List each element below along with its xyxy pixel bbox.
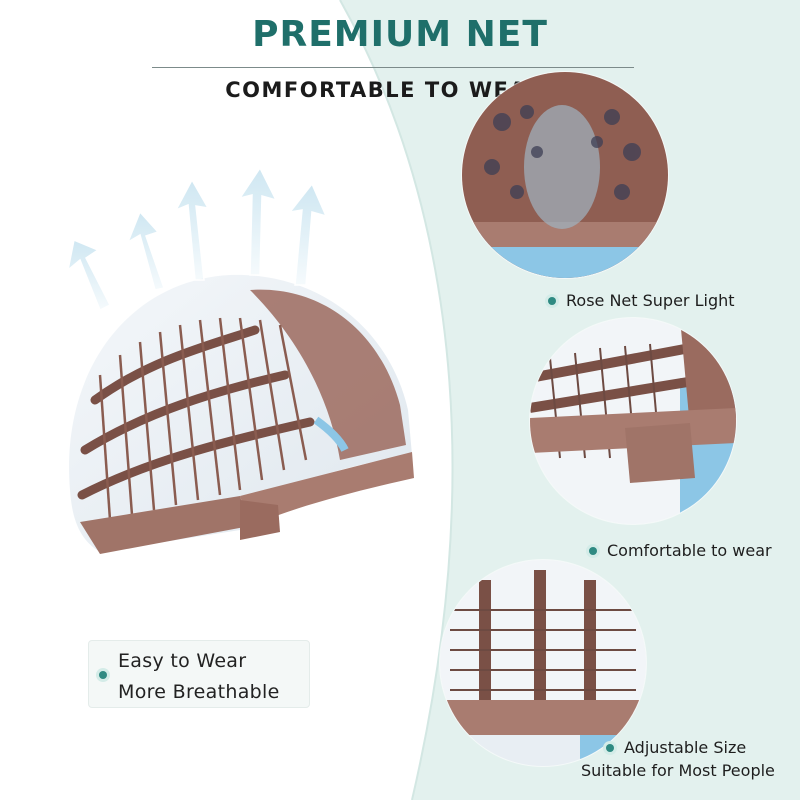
bullet-dot-icon	[99, 671, 107, 679]
feature-box: Easy to Wear More Breathable	[88, 640, 310, 708]
title-divider	[152, 67, 634, 68]
page-title: PREMIUM NET	[252, 14, 548, 55]
detail-caption-adjustable: Adjustable Size	[606, 738, 746, 757]
detail-caption-rose-net: Rose Net Super Light	[548, 291, 735, 310]
page-subtitle: COMFORTABLE TO WEAR	[225, 78, 545, 102]
wig-cap-main-image	[66, 166, 414, 554]
bullet-dot-icon	[606, 743, 614, 752]
detail-caption-suitable: Suitable for Most People	[581, 761, 775, 780]
bullet-dot-icon	[548, 296, 556, 305]
detail-adjustable-image	[440, 560, 646, 766]
feature-more-breathable: More Breathable	[118, 681, 280, 703]
breathable-arrow-icon	[66, 166, 328, 312]
detail-caption-comfortable: Comfortable to wear	[589, 541, 772, 560]
detail-comfortable-image	[530, 318, 736, 524]
feature-easy-to-wear: Easy to Wear	[118, 650, 247, 672]
bullet-dot-icon	[589, 546, 597, 555]
detail-rose-net-image	[462, 72, 668, 278]
